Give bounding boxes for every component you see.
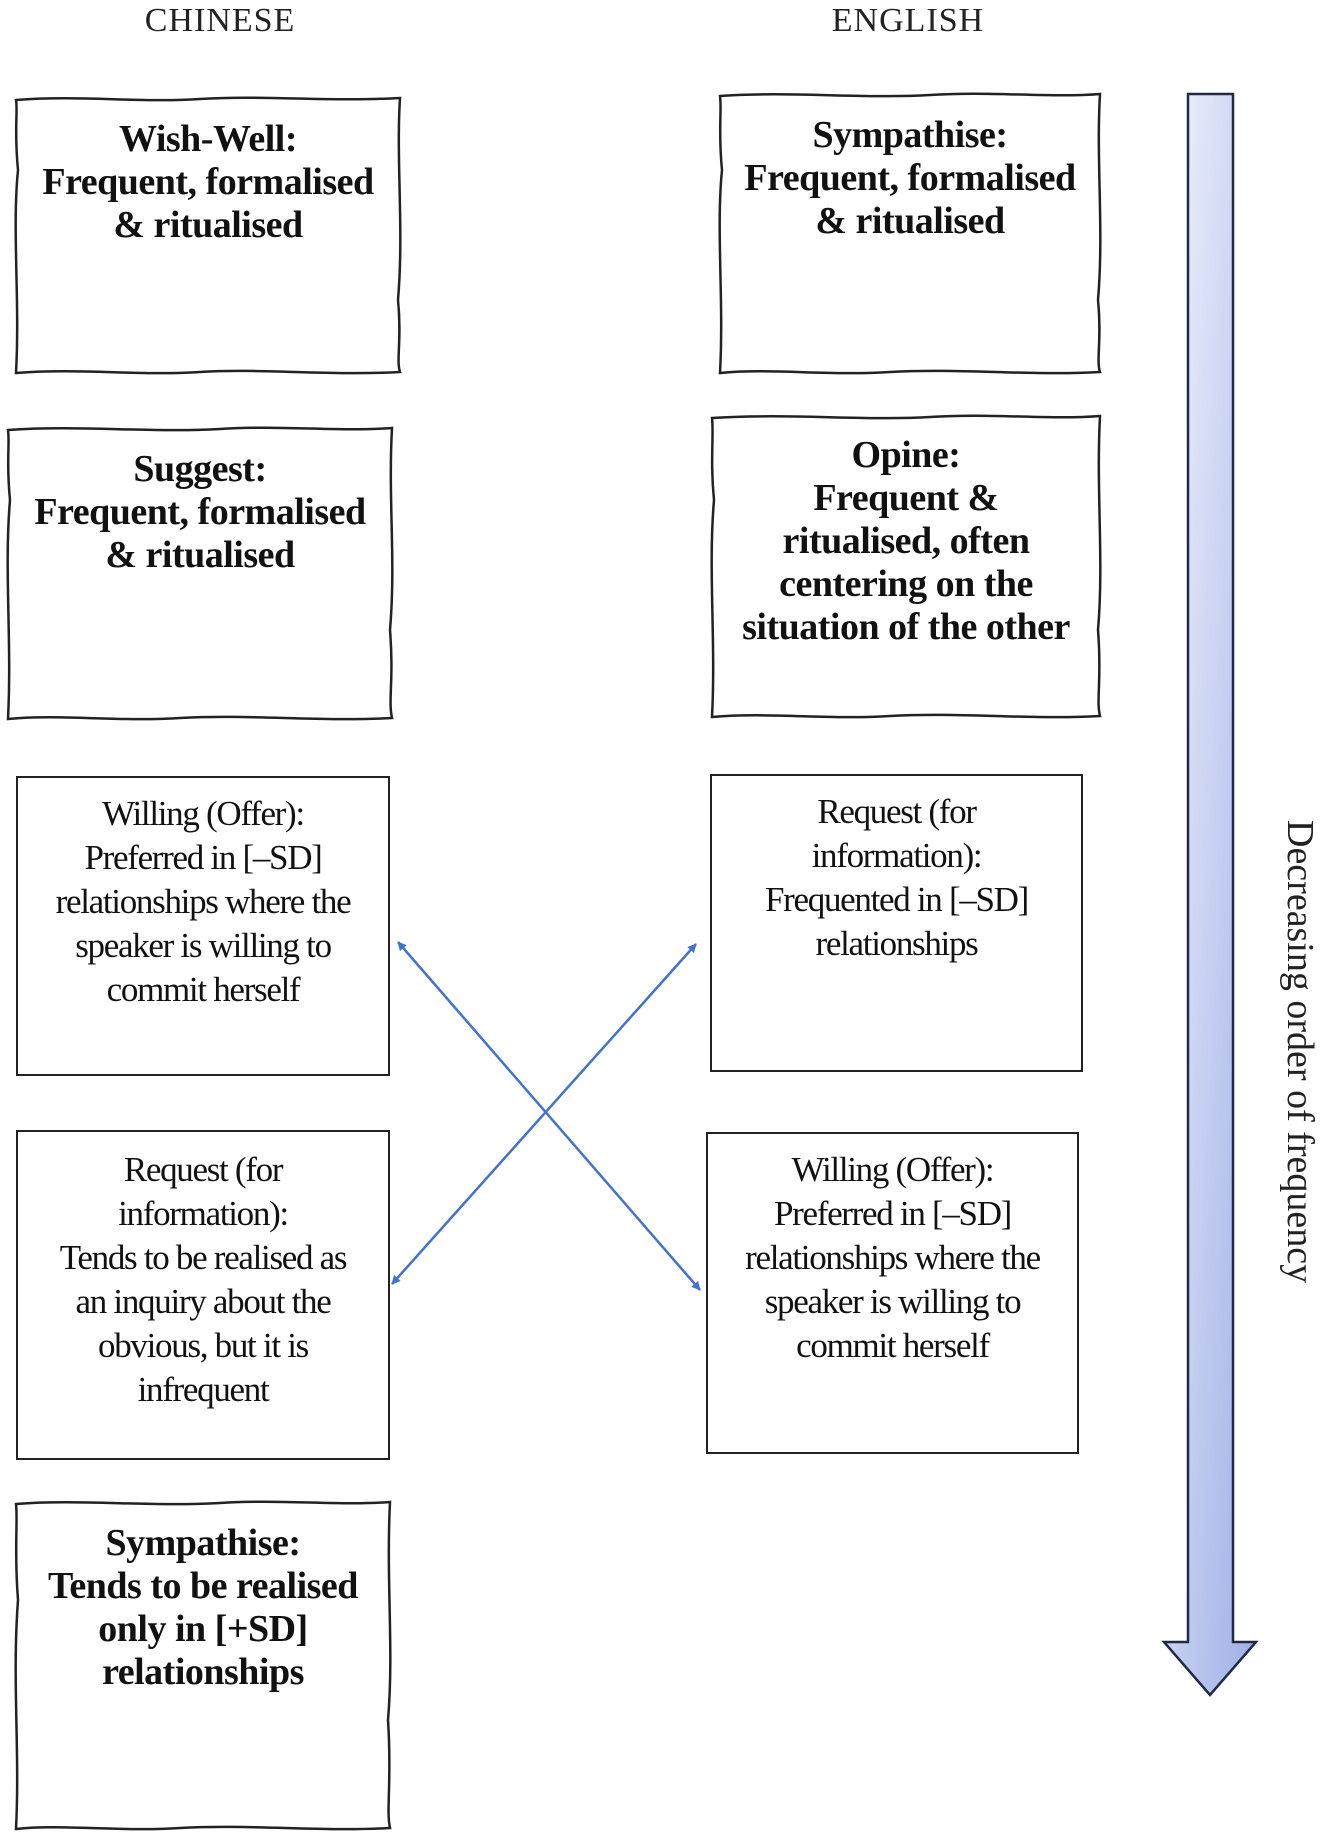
box-line: Willing (Offer): — [791, 1150, 995, 1189]
chinese-box-suggest: Suggest: Frequent, formalised & ritualis… — [8, 428, 392, 718]
box-line: obvious, but it is — [98, 1326, 309, 1365]
box-line: relationships — [102, 1651, 304, 1693]
box-line: Frequent, formalised — [42, 161, 374, 203]
box-line: Frequent, formalised — [34, 491, 366, 533]
box-line: situation of the other — [742, 606, 1070, 648]
cross-arrow-willing-offer — [397, 941, 701, 1291]
wavy-outline-chinese-wish-well — [14, 96, 402, 375]
box-line: & ritualised — [105, 534, 295, 576]
chinese-box-wish-well: Wish-Well: Frequent, formalised & ritual… — [16, 98, 400, 373]
box-line: information): — [118, 1194, 289, 1233]
box-line: Tends to be realised — [48, 1565, 358, 1607]
english-box-opine: Opine: Frequent & ritualised, often cent… — [712, 416, 1100, 716]
wavy-outline-chinese-sympathise — [14, 1500, 392, 1831]
box-line: an inquiry about the — [75, 1282, 332, 1321]
box-line: & ritualised — [113, 204, 303, 246]
box-line: commit herself — [796, 1326, 990, 1365]
frequency-label: Decreasing order of frequency — [1279, 820, 1321, 1284]
english-box-willing-offer: Willing (Offer): Preferred in [–SD] rela… — [706, 1132, 1079, 1454]
cross-arrow-request — [391, 943, 697, 1285]
box-line: Frequent, formalised — [744, 157, 1076, 199]
box-line: & ritualised — [815, 200, 1005, 242]
box-line: relationships where the — [745, 1238, 1041, 1277]
box-line: relationships — [815, 924, 979, 963]
box-line: speaker is willing to — [764, 1282, 1022, 1321]
chinese-box-request: Request (for information): Tends to be r… — [16, 1130, 390, 1460]
box-line: only in [+SD] — [98, 1608, 308, 1650]
english-heading: ENGLISH — [831, 2, 985, 39]
box-line: commit herself — [106, 970, 301, 1009]
chinese-heading: CHINESE — [144, 2, 296, 39]
wavy-outline-chinese-suggest — [6, 426, 394, 721]
box-line: Wish-Well: — [119, 118, 298, 160]
box-line: Frequent & — [813, 477, 999, 519]
wavy-outline-english-opine — [710, 414, 1102, 719]
box-line: Willing (Offer): — [102, 794, 305, 833]
box-line: infrequent — [137, 1370, 270, 1409]
box-line: relationships where the — [55, 882, 352, 921]
english-box-sympathise: Sympathise: Frequent, formalised & ritua… — [720, 94, 1100, 372]
box-line: Tends to be realised as — [59, 1238, 348, 1277]
box-line: Preferred in [–SD] — [773, 1194, 1012, 1233]
box-line: Sympathise: — [105, 1522, 301, 1564]
box-line: ritualised, often — [782, 520, 1030, 562]
box-line: Suggest: — [133, 448, 267, 490]
box-line: Sympathise: — [812, 114, 1008, 156]
box-line: Frequented in [–SD] — [764, 880, 1029, 919]
chinese-box-willing-offer: Willing (Offer): Preferred in [–SD] rela… — [16, 776, 390, 1076]
english-box-request: Request (for information): Frequented in… — [710, 774, 1083, 1072]
box-line: Request (for — [817, 792, 977, 831]
box-line: information): — [811, 836, 983, 875]
wavy-outline-english-sympathise — [718, 92, 1102, 375]
box-line: centering on the — [779, 563, 1033, 605]
frequency-arrow — [1161, 92, 1259, 1697]
box-line: Preferred in [–SD] — [84, 838, 322, 877]
chinese-box-sympathise: Sympathise: Tends to be realised only in… — [16, 1502, 390, 1828]
box-line: Request (for — [123, 1150, 284, 1189]
box-line: speaker is willing to — [75, 926, 332, 965]
box-line: Opine: — [851, 434, 961, 476]
